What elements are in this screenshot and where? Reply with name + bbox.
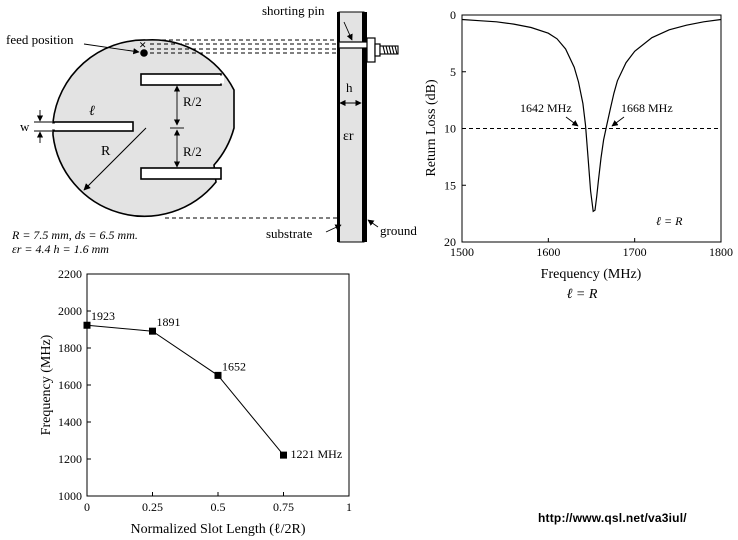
radius-label: R bbox=[101, 144, 111, 159]
y-tick-label: 1400 bbox=[58, 415, 82, 429]
data-label: 1923 bbox=[91, 309, 115, 323]
annotation-1668: 1668 MHz bbox=[621, 101, 673, 115]
y-tick-label: 5 bbox=[450, 65, 456, 79]
slot-length-label: ℓ bbox=[89, 104, 95, 119]
y-tick-label: 15 bbox=[444, 178, 456, 192]
params-line-2: εr = 4.4 h = 1.6 mm bbox=[12, 242, 109, 256]
return-loss-ylabel: Return Loss (dB) bbox=[424, 79, 439, 177]
return-loss-chart: 1500 1600 1700 1800 0 5 10 15 20 1642 MHz 1668 M… bbox=[424, 8, 733, 302]
annotation-1668-arrow bbox=[611, 116, 625, 127]
h-label: h bbox=[346, 80, 353, 95]
annotation-1642-arrow bbox=[565, 116, 579, 127]
shorting-pin-arrow bbox=[343, 21, 353, 41]
connector-thread-icon bbox=[379, 45, 399, 55]
lower-slot bbox=[140, 167, 222, 180]
x-tick-label: 0.75 bbox=[273, 500, 294, 514]
x-tick-label: 0.5 bbox=[211, 500, 226, 514]
data-label: 1891 bbox=[157, 315, 181, 329]
connector-body bbox=[366, 37, 376, 63]
radius-arrow bbox=[83, 127, 147, 191]
frequency-chart: 0 0.25 0.5 0.75 1 1000 1200 1400 1600 1800 2000 220… bbox=[39, 267, 352, 537]
feed-position-arrow bbox=[83, 43, 140, 55]
ground-label: ground bbox=[380, 223, 417, 238]
y-tick-label: 1600 bbox=[58, 378, 82, 392]
projection-lines bbox=[148, 39, 340, 219]
feed-position-label: feed position bbox=[6, 32, 74, 47]
frequency-series-line bbox=[86, 324, 284, 456]
substrate-label: substrate bbox=[266, 226, 312, 241]
data-label: 1221 MHz bbox=[291, 447, 343, 461]
cross-mark-icon: × bbox=[139, 37, 146, 52]
x-tick-label: 1600 bbox=[536, 245, 560, 259]
shorting-pin-label: shorting pin bbox=[262, 3, 325, 18]
patch-edge bbox=[337, 12, 340, 242]
y-tick-label: 1800 bbox=[58, 341, 82, 355]
y-tick-label: 20 bbox=[444, 235, 456, 249]
upper-slot bbox=[140, 73, 222, 86]
substrate-arrow bbox=[325, 224, 342, 233]
x-tick-label: 1700 bbox=[623, 245, 647, 259]
antenna-diagram: × bbox=[6, 3, 417, 256]
inset-annotation: ℓ = R bbox=[656, 214, 683, 228]
x-tick-label: 1 bbox=[346, 500, 352, 514]
half-r-top-label: R/2 bbox=[183, 94, 202, 109]
y-tick-label: 1000 bbox=[58, 489, 82, 503]
ground-plane bbox=[362, 12, 367, 242]
data-point-marker bbox=[214, 371, 222, 379]
y-tick-label: 10 bbox=[444, 122, 456, 136]
data-label: 1652 bbox=[222, 359, 246, 373]
connector-nut bbox=[374, 43, 381, 57]
feed-point-icon bbox=[140, 49, 148, 57]
frequency-plot-frame bbox=[86, 273, 350, 497]
return-loss-xlabel: Frequency (MHz) bbox=[541, 267, 642, 282]
y-tick-label: 2000 bbox=[58, 304, 82, 318]
source-url[interactable]: http://www.qsl.net/va3iul/ bbox=[538, 511, 687, 525]
epsilon-label: εr bbox=[343, 129, 354, 144]
annotation-1642: 1642 MHz bbox=[520, 101, 572, 115]
x-tick-label: 1800 bbox=[709, 245, 733, 259]
left-slot bbox=[53, 121, 134, 132]
x-tick-label: 0.25 bbox=[142, 500, 163, 514]
ground-arrow bbox=[367, 219, 379, 228]
frequency-xlabel: Normalized Slot Length (ℓ/2R) bbox=[130, 522, 305, 537]
y-tick-label: 2200 bbox=[58, 267, 82, 281]
data-point-marker bbox=[83, 321, 91, 329]
return-loss-series-line bbox=[461, 18, 722, 213]
data-point-marker bbox=[280, 451, 287, 459]
w-label: w bbox=[20, 119, 30, 134]
x-tick-label: 1500 bbox=[450, 245, 474, 259]
half-r-bottom-label: R/2 bbox=[183, 144, 202, 159]
data-point-marker bbox=[149, 327, 156, 335]
return-loss-caption: ℓ = R bbox=[567, 287, 598, 302]
y-tick-label: 1200 bbox=[58, 452, 82, 466]
frequency-ylabel: Frequency (MHz) bbox=[39, 334, 54, 435]
y-tick-label: 0 bbox=[450, 8, 456, 22]
params-line-1: R = 7.5 mm, ds = 6.5 mm. bbox=[11, 228, 138, 242]
x-tick-label: 0 bbox=[84, 500, 90, 514]
